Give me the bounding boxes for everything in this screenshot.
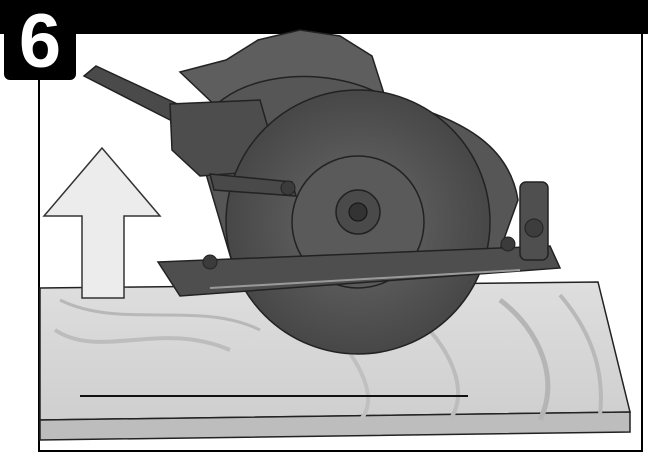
up-arrow-icon [44, 148, 160, 298]
step-number-badge: 6 [4, 4, 76, 80]
